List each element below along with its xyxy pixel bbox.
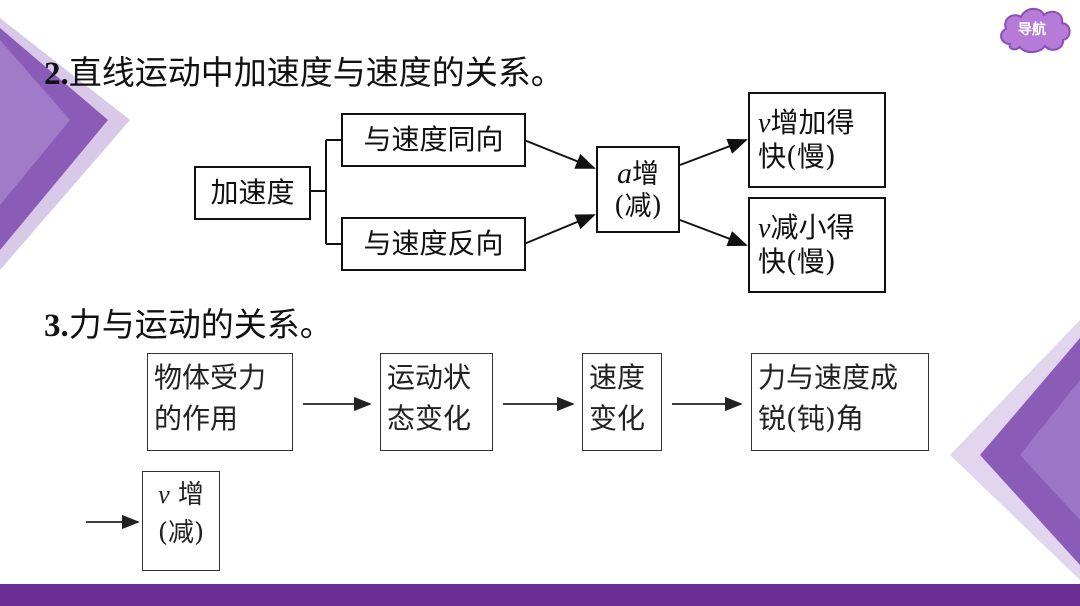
- v-increase-box: v增加得 快(慢): [748, 92, 886, 188]
- section2-heading: 2.直线运动中加速度与速度的关系。: [44, 46, 564, 94]
- motion-state-line2: 态变化: [387, 401, 472, 435]
- opposite-direction-box: 与速度反向: [341, 217, 526, 271]
- v-symbol-1: v: [758, 108, 771, 140]
- section3-number: 3.: [44, 308, 69, 344]
- v-increase-line2: 快(慢): [758, 139, 836, 173]
- force-line1: 物体受力: [154, 361, 267, 394]
- a-symbol: a: [617, 156, 632, 190]
- motion-state-line1: 运动状: [387, 361, 472, 394]
- v-increase-line1: v增加得: [758, 107, 854, 140]
- v-symbol-3: v: [158, 480, 170, 509]
- left-decoration: [0, 18, 130, 270]
- same-direction-box: 与速度同向: [341, 113, 526, 167]
- force-box: 物体受力 的作用: [147, 353, 293, 451]
- bottom-bar: [0, 584, 1080, 606]
- v-decrease-line1: v减小得: [758, 212, 854, 245]
- velocity-change-line1: 速度: [589, 361, 646, 394]
- section3-arrows: [86, 396, 743, 530]
- velocity-change-line2: 变化: [589, 401, 646, 435]
- acceleration-box: 加速度: [194, 166, 311, 220]
- angle-line2: 锐(钝)角: [758, 401, 864, 435]
- a-change-box: a增 (减): [596, 146, 680, 233]
- nav-label: 导航: [1018, 22, 1046, 38]
- v-decrease-word: 减小得: [770, 211, 855, 245]
- v-change-word: 增: [177, 480, 204, 510]
- v-change-box: v 增 (减): [142, 471, 220, 571]
- v-change-line2: (减): [157, 517, 205, 548]
- motion-state-box: 运动状 态变化: [380, 353, 493, 451]
- nav-button[interactable]: 导航: [996, 4, 1076, 56]
- section2-title: 直线运动中加速度与速度的关系。: [68, 53, 564, 92]
- section2-number: 2.: [44, 56, 69, 92]
- v-increase-word: 增加得: [770, 106, 855, 140]
- angle-line1: 力与速度成: [758, 361, 899, 394]
- v-decrease-box: v减小得 快(慢): [748, 197, 886, 293]
- angle-box: 力与速度成 锐(钝)角: [751, 353, 929, 451]
- force-line2: 的作用: [154, 401, 239, 435]
- section3-title: 力与运动的关系。: [68, 305, 333, 344]
- cloud-icon: [1000, 7, 1071, 54]
- v-decrease-line2: 快(慢): [758, 244, 836, 278]
- v-symbol-2: v: [758, 213, 771, 245]
- velocity-change-box: 速度 变化: [582, 353, 662, 451]
- a-change-line1: a增: [617, 157, 659, 192]
- same-direction-label: 与速度同向: [363, 122, 504, 156]
- a-change-word: 增: [632, 158, 659, 190]
- a-change-line2: (减): [613, 191, 663, 223]
- opposite-direction-label: 与速度反向: [363, 226, 504, 260]
- v-change-line1: v 增: [149, 476, 213, 515]
- right-decoration: [950, 320, 1080, 580]
- section2-connectors: [310, 138, 748, 247]
- section3-heading: 3.力与运动的关系。: [44, 298, 333, 346]
- acceleration-label: 加速度: [210, 175, 295, 209]
